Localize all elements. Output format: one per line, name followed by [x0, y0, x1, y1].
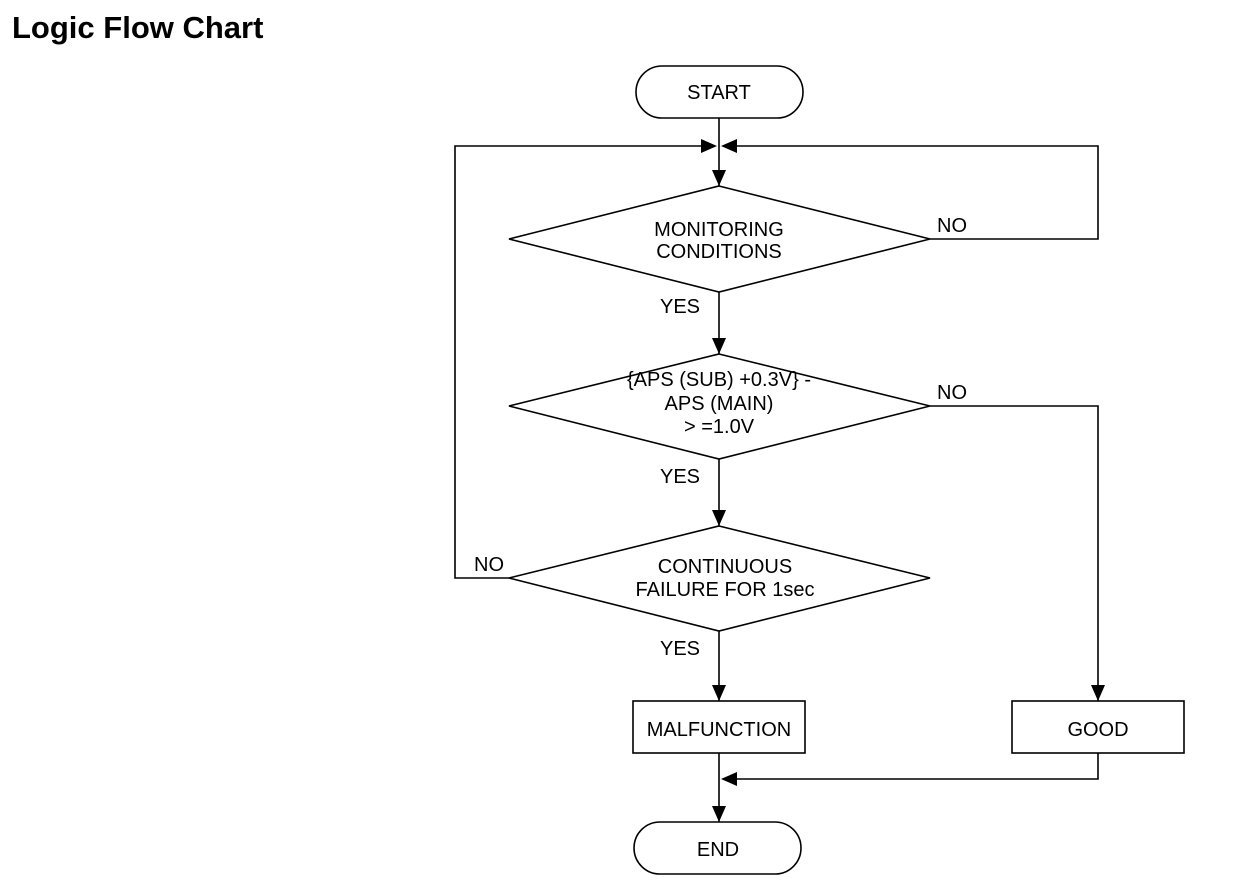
malfunction-box: MALFUNCTION: [632, 700, 806, 754]
arrow-good-merge: [721, 772, 737, 786]
arrow-into-monitoring: [712, 170, 726, 186]
connector-aps-no: [930, 405, 1099, 701]
aps-no-label: NO: [937, 382, 967, 404]
aps-line-1: {APS (SUB) +0.3V} -: [627, 369, 811, 391]
arrow-into-end: [712, 806, 726, 822]
end-label: END: [697, 839, 739, 861]
monitoring-yes-label: YES: [660, 296, 700, 318]
continuous-no-label: NO: [474, 554, 504, 576]
continuous-line-2: FAILURE FOR 1sec: [636, 579, 815, 601]
start-label: START: [687, 82, 751, 104]
decision-continuous-failure: CONTINUOUS FAILURE FOR 1sec: [508, 525, 931, 632]
arrow-into-aps: [712, 338, 726, 354]
malfunction-label: MALFUNCTION: [647, 719, 791, 741]
connector-good-end: [737, 753, 1099, 780]
arrow-into-continuous: [712, 510, 726, 526]
monitoring-no-label: NO: [937, 215, 967, 237]
monitoring-line-2: CONDITIONS: [656, 241, 782, 263]
arrow-into-good: [1091, 685, 1105, 701]
page-title: Logic Flow Chart: [12, 10, 264, 45]
connector-continuous-no: [454, 145, 701, 579]
decision-aps-difference: {APS (SUB) +0.3V} - APS (MAIN) > =1.0V: [508, 353, 931, 460]
aps-yes-label: YES: [660, 466, 700, 488]
continuous-line-1: CONTINUOUS: [658, 556, 792, 578]
start-terminal: START: [635, 65, 804, 119]
end-terminal: END: [633, 821, 802, 875]
monitoring-line-1: MONITORING: [654, 219, 784, 241]
arrow-into-malfunction: [712, 685, 726, 701]
arrow-merge-left: [701, 139, 717, 153]
good-box: GOOD: [1011, 700, 1185, 754]
arrow-merge-right: [721, 139, 737, 153]
continuous-yes-label: YES: [660, 638, 700, 660]
good-label: GOOD: [1067, 719, 1128, 741]
connector-monitoring-no: [737, 145, 1099, 240]
decision-monitoring-conditions: MONITORING CONDITIONS: [508, 185, 931, 293]
aps-line-3: > =1.0V: [684, 416, 755, 438]
aps-line-2: APS (MAIN): [665, 393, 774, 415]
